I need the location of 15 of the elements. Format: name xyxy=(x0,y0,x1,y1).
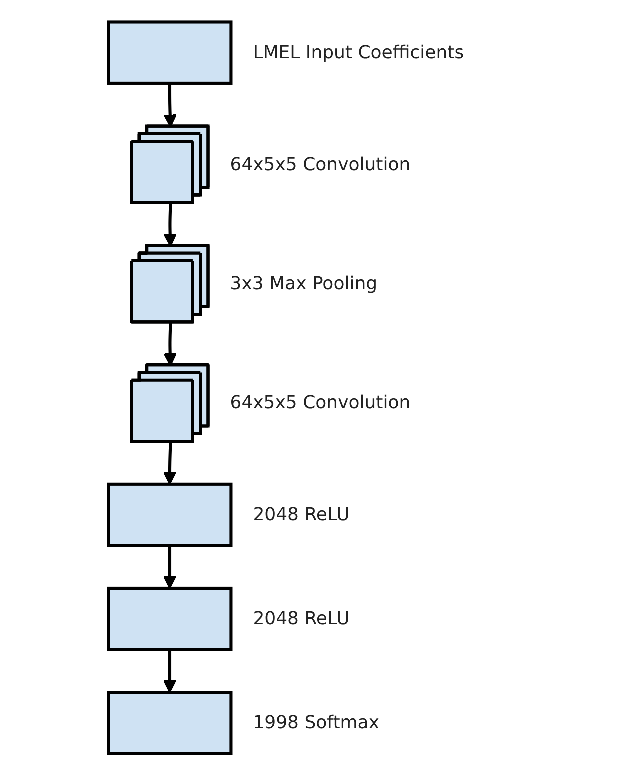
layer-label: 3x3 Max Pooling xyxy=(230,273,378,294)
layer-label: 2048 ReLU xyxy=(253,504,350,526)
layer-label: 2048 ReLU xyxy=(253,608,350,630)
layer-box xyxy=(107,691,233,756)
layer-box xyxy=(107,586,233,652)
layer-label: 64x5x5 Convolution xyxy=(230,154,411,176)
feature-map-stack xyxy=(130,244,210,324)
feature-map-stack xyxy=(130,124,210,204)
layer-label: 64x5x5 Convolution xyxy=(230,392,411,414)
layer-box xyxy=(107,20,233,85)
layer-label: LMEL Input Coefficients xyxy=(253,42,464,64)
feature-map-stack xyxy=(130,364,210,444)
arrow xyxy=(163,650,177,694)
layer-label: 1998 Softmax xyxy=(253,712,380,734)
layer-box xyxy=(107,482,233,548)
